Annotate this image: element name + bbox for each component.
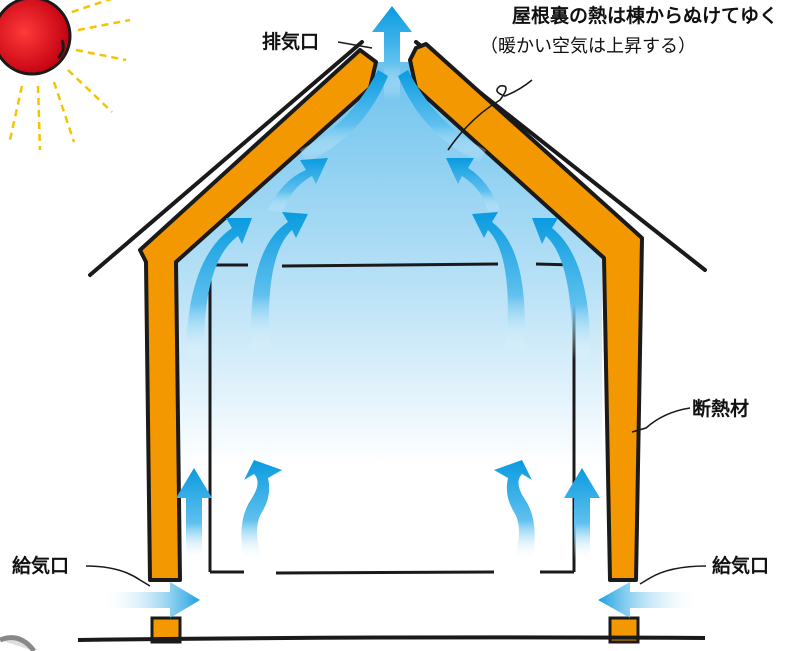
intake-arrow-left: [100, 582, 200, 618]
corner-badge: [0, 635, 37, 651]
ground-line: [77, 635, 706, 642]
insulation-label: 断熱材: [692, 397, 749, 420]
exhaust-arrow: [372, 6, 412, 100]
heat-title-label: 屋根裏の熱は棟からぬけてゆく: [512, 4, 778, 27]
sun-icon: [0, 0, 131, 151]
intake-right-label: 給気口: [712, 554, 769, 577]
insulation-right: [408, 42, 644, 582]
intake-arrow-right: [598, 582, 700, 618]
leader-lines: [85, 41, 707, 587]
heat-note-label: （暖かい空気は上昇する）: [480, 36, 696, 57]
exhaust-label: 排気口: [262, 30, 319, 53]
intake-left-label: 給気口: [12, 554, 69, 577]
air-flow-arrows: [176, 6, 600, 560]
insulation-left: [138, 48, 378, 582]
